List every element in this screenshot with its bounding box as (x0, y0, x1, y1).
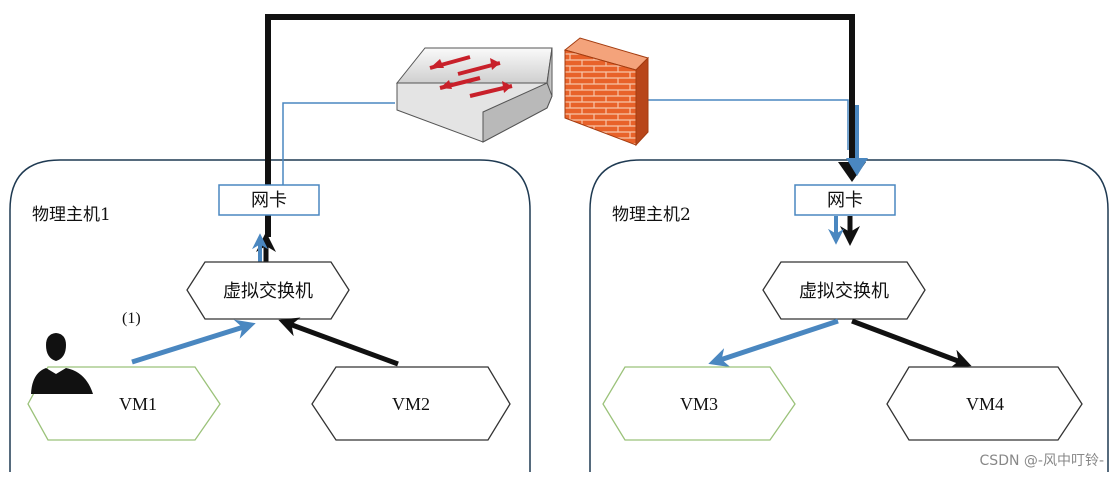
host2-vswitch-label: 虚拟交换机 (799, 281, 889, 302)
vm4-label: VM4 (966, 394, 1004, 414)
host1-vswitch-label: 虚拟交换机 (223, 281, 313, 302)
host2-virtual-switch: 虚拟交换机 (762, 261, 926, 320)
host1-nic-label: 网卡 (251, 190, 287, 211)
network-switch-icon (395, 47, 553, 143)
vm3: VM3 (602, 366, 796, 441)
host1-label: 物理主机1 (32, 205, 111, 225)
vm1-to-vswitch-arrow (131, 319, 256, 365)
host1-nic: 网卡 (218, 184, 320, 216)
host2-nic-label: 网卡 (827, 190, 863, 211)
vm2-label: VM2 (392, 394, 430, 414)
firewall-downlink (648, 99, 849, 150)
nic1-uplink (282, 102, 395, 185)
step-label: (1) (122, 310, 141, 327)
vswitch-to-vm3-arrow (708, 318, 839, 368)
vm4: VM4 (886, 366, 1083, 441)
watermark: CSDN @-风中叮铃- (980, 453, 1104, 469)
nic2-inbound-blue-head (846, 158, 868, 176)
vm3-label: VM3 (680, 394, 718, 414)
user-icon (31, 333, 93, 394)
vm2-to-vswitch-arrow (278, 317, 399, 367)
host2-label: 物理主机2 (612, 205, 691, 225)
host1-virtual-switch: 虚拟交换机 (186, 261, 350, 320)
firewall-icon (563, 37, 649, 147)
host2-nic: 网卡 (794, 184, 896, 216)
vm1-label: VM1 (119, 394, 157, 414)
inter-host-path (265, 14, 855, 237)
vswitch-to-vm4-arrow (851, 318, 972, 369)
vm2: VM2 (311, 366, 511, 441)
